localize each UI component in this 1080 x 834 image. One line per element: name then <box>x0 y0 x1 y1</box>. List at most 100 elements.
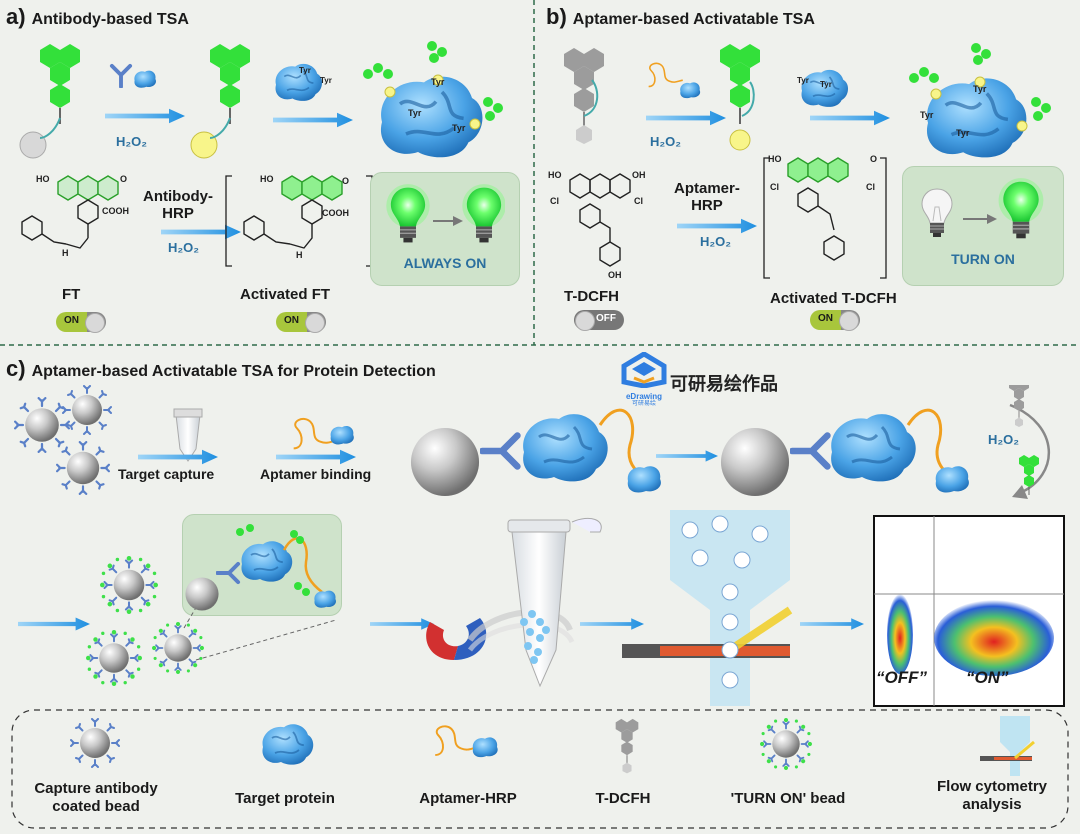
chem-ho: HO <box>260 174 274 184</box>
chem-oh: OH <box>632 170 646 180</box>
toggle-label: ON <box>818 313 833 324</box>
compound-activated-ft-label: Activated FT <box>240 286 331 303</box>
step-target-capture: Target capture <box>118 466 215 482</box>
watermark-text: 可研易绘作品 <box>670 374 778 394</box>
toggle-knob <box>85 313 105 333</box>
tdcfh-structure <box>569 173 631 267</box>
activated-tdcfh-structure <box>763 157 887 279</box>
chem-o: O <box>342 176 350 186</box>
ft-structure <box>21 175 119 249</box>
panel-a-h2o2-mid: H₂O₂ <box>168 240 200 255</box>
toggle-switch: OFF <box>574 310 624 331</box>
hrp-icon <box>330 426 354 445</box>
arrow-icon <box>138 449 218 465</box>
panel-b-h2o2-top: H₂O₂ <box>650 134 682 149</box>
compound-activated-tdcfh-label: Activated T-DCFH <box>770 290 897 307</box>
activated-ft-structure <box>225 175 373 267</box>
compound-ft-label: FT <box>62 286 81 303</box>
panel-b-mid-arrow <box>677 218 757 234</box>
tyr-label: Tyr <box>920 110 934 120</box>
toggle-knob <box>575 311 595 331</box>
panel-b-top-scheme <box>562 43 1051 160</box>
fluorescent-dye-icon <box>209 43 251 125</box>
antibody-icon <box>109 63 133 88</box>
bulb-pair <box>385 183 505 244</box>
fluorescent-dye-icon <box>39 43 81 125</box>
panel-a-title-text: Antibody-based TSA <box>31 11 189 28</box>
arrow-icon <box>273 112 353 128</box>
panel-a-letter: a) <box>6 4 26 29</box>
on-population-label: “ON” <box>966 668 1009 687</box>
tyr-label: Tyr <box>452 123 466 133</box>
panel-a-title: a) Antibody-based TSA <box>6 4 189 30</box>
toggle-label: OFF <box>596 313 616 324</box>
tyr-label: Tyr <box>408 108 422 118</box>
tyr-label: Tyr <box>797 76 809 85</box>
arrow-icon <box>810 110 890 126</box>
chem-cooh: COOH <box>102 206 129 216</box>
legend-turn-on-bead-label: 'TURN ON' bead <box>730 790 846 807</box>
toggle-knob <box>305 313 325 333</box>
lightbulb-on-icon <box>461 183 505 244</box>
turn-on-bead-icon <box>152 622 204 674</box>
toggle-switch: ON <box>810 310 860 331</box>
chem-ho: HO <box>36 174 50 184</box>
chem-cl: Cl <box>770 182 779 192</box>
toggle-knob <box>839 311 859 331</box>
lightbulb-off-icon <box>921 188 953 238</box>
tyr-label: Tyr <box>956 128 970 138</box>
aptamer-icon <box>434 725 479 756</box>
edrawing-logo-icon <box>621 351 667 389</box>
tyr-label: Tyr <box>431 77 445 87</box>
always-on-box: ALWAYS ON <box>370 172 520 286</box>
panel-a-top-scheme <box>19 41 503 160</box>
toggle-switch: ON <box>56 312 106 333</box>
fluorescent-dye-icon <box>719 43 761 125</box>
panel-b-letter: b) <box>546 4 567 29</box>
labeled-protein-icon <box>379 74 485 160</box>
off-population <box>887 594 913 674</box>
arrow-icon <box>656 450 718 462</box>
panel-b-reagent: Aptamer- HRP <box>674 180 740 214</box>
chem-oh: OH <box>608 270 622 280</box>
arrow-icon <box>646 110 726 126</box>
arrow-icon <box>370 618 434 630</box>
panel-c-middle-row <box>18 510 1065 707</box>
antibody-icon <box>216 561 241 585</box>
panel-c-top-row <box>14 385 1051 499</box>
protein-icon <box>829 412 918 483</box>
lightbulb-on-icon <box>997 177 1045 240</box>
chem-h: H <box>296 250 303 260</box>
flow-cytometry-icon <box>980 716 1035 776</box>
panel-a-h2o2-top: H₂O₂ <box>116 134 148 149</box>
antibody-bead-icon <box>62 385 112 435</box>
panel-c-title-text: Aptamer-based Activatable TSA for Protei… <box>31 363 436 380</box>
hrp-icon <box>935 466 969 493</box>
arrow-icon <box>677 218 757 234</box>
tdcfh-icon <box>615 718 639 774</box>
panel-c-title: c)Aptamer-based Activatable TSA for Prot… <box>6 356 436 382</box>
arrow-icon <box>18 617 90 631</box>
legend-target-protein-label: Target protein <box>235 790 335 807</box>
protein-icon <box>521 412 610 483</box>
panel-c-h2o2: H₂O₂ <box>988 432 1020 447</box>
watermark-logo-text: eDrawing <box>625 392 662 401</box>
turn-on-box: TURN ON <box>902 166 1064 286</box>
watermark-logo-sub: 可研易绘 <box>631 401 656 407</box>
antibody-icon <box>482 436 517 467</box>
bulb-pair <box>921 177 1045 240</box>
antibody-bead-icon <box>14 397 70 453</box>
toggle-label: ON <box>284 315 299 326</box>
chem-cooh: COOH <box>322 208 349 218</box>
off-population-label: “OFF” <box>876 668 927 687</box>
legend-tdcfh-label: T-DCFH <box>595 790 651 807</box>
chem-cl: Cl <box>634 196 643 206</box>
magnet-icon <box>426 618 487 660</box>
turn-on-bead-icon <box>86 630 142 686</box>
on-population <box>934 600 1054 676</box>
flow-cell-icon <box>622 510 793 706</box>
antibody-icon <box>792 436 827 467</box>
chem-ho: HO <box>548 170 562 180</box>
hrp-icon <box>680 82 701 99</box>
panel-a-reagent: Antibody- HRP <box>143 188 213 222</box>
